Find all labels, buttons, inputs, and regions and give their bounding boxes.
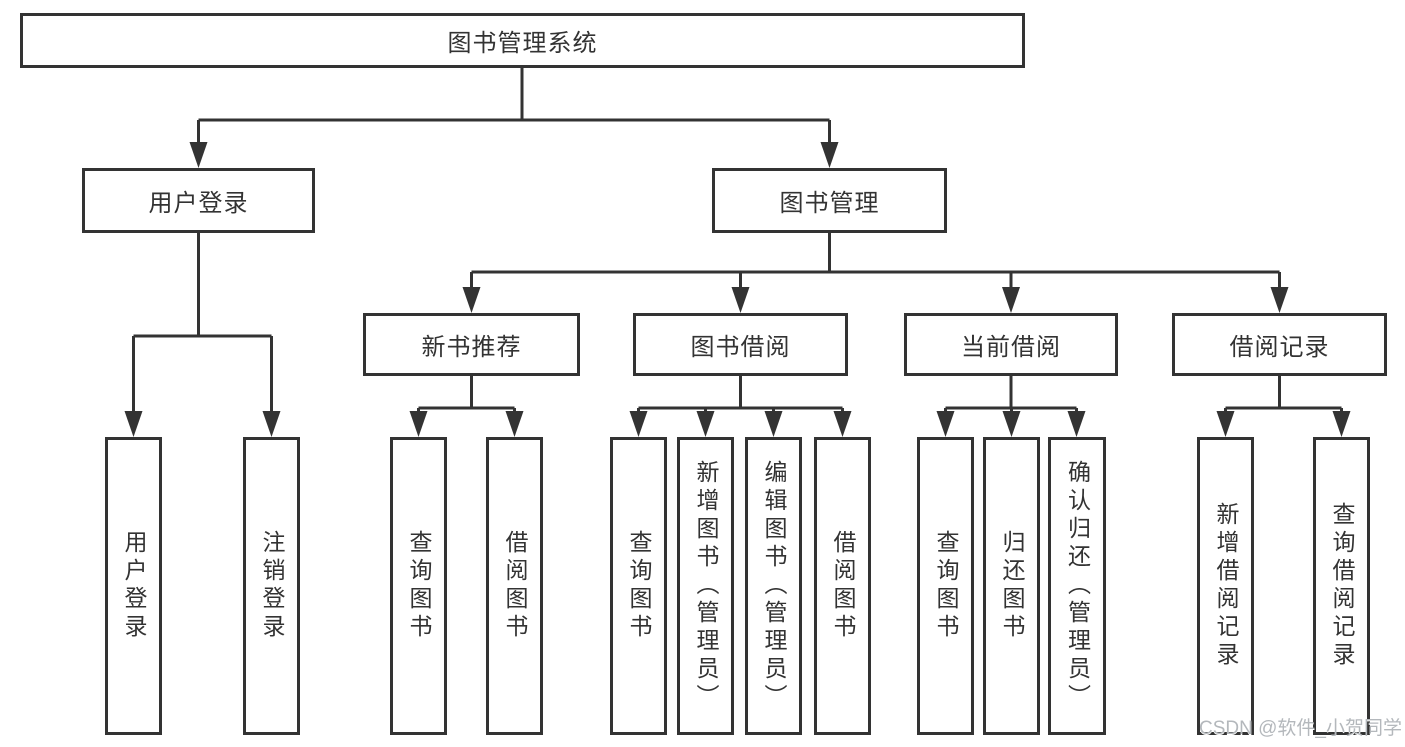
arrowheads xyxy=(124,142,1351,437)
watermark: CSDN @软件_小贺同学 xyxy=(1199,718,1402,739)
node-user-login: 用户登录 xyxy=(82,168,315,233)
node-borrowing-records: 借阅记录 xyxy=(1172,313,1387,376)
leaf-add-book-admin: 新增图书（管理员） xyxy=(677,437,734,735)
node-book-borrowing: 图书借阅 xyxy=(633,313,848,376)
leaf-logout: 注销登录 xyxy=(243,437,300,735)
leaf-return-books: 归还图书 xyxy=(983,437,1040,735)
leaf-confirm-return-admin: 确认归还（管理员） xyxy=(1048,437,1106,735)
node-library-management-system: 图书管理系统 xyxy=(20,13,1025,68)
leaf-query-books-current: 查询图书 xyxy=(917,437,974,735)
node-new-book-recommendation: 新书推荐 xyxy=(363,313,580,376)
leaf-borrow-books-borrowing: 借阅图书 xyxy=(814,437,871,735)
leaf-query-books-recommend: 查询图书 xyxy=(390,437,447,735)
node-book-management: 图书管理 xyxy=(712,168,947,233)
node-current-borrowing: 当前借阅 xyxy=(904,313,1118,376)
leaf-add-borrow-record: 新增借阅记录 xyxy=(1197,437,1254,735)
leaf-borrow-books-recommend: 借阅图书 xyxy=(486,437,543,735)
leaf-query-borrow-record: 查询借阅记录 xyxy=(1313,437,1370,735)
leaf-edit-book-admin: 编辑图书（管理员） xyxy=(745,437,802,735)
leaf-query-books-borrowing: 查询图书 xyxy=(610,437,667,735)
leaf-user-login: 用户登录 xyxy=(105,437,162,735)
